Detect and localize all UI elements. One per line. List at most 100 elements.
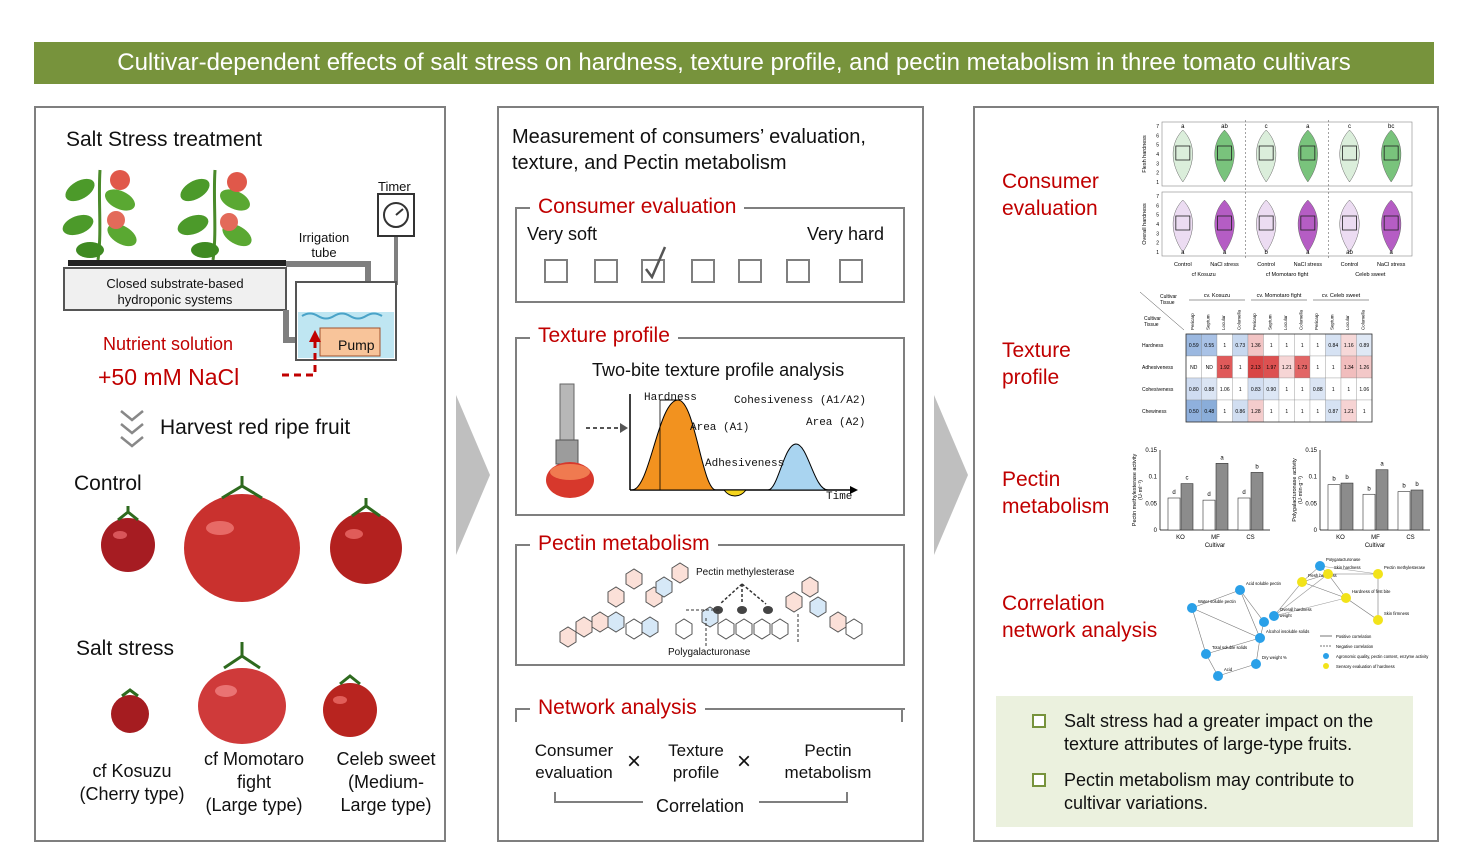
violin-cultivar-label: cf Kosuzu [1192,272,1216,278]
legend-label: Positive correlation [1336,634,1372,639]
heatmap-cell-value: 1.36 [1251,343,1261,349]
bar-sig-letter: b [1332,477,1336,483]
heatmap-cell-value: 1 [1363,409,1366,415]
cultivar-type: (Medium- [347,772,424,792]
rating-checkbox-1[interactable] [544,259,568,283]
bar [1327,484,1341,531]
multiply-icon: × [627,748,642,775]
violin-box [1217,215,1232,231]
hydroponic-system-label: Closed substrate-based hydroponic system… [66,276,284,308]
network-item3-l2: metabolism [784,763,872,782]
bar-sig-letter: d [1172,490,1175,496]
bar-ytick: 0.1 [1149,475,1158,481]
bar [1410,489,1424,531]
violin-box [1258,215,1274,231]
middle-heading-line2: texture, and Pectin metabolism [512,152,787,174]
network-edge [1239,589,1265,623]
label-line2: evaluation [1002,197,1098,220]
heatmap-tissue-header: Pericarp [1190,313,1195,330]
network-node-yellow [1341,593,1351,603]
heatmap-row-label: Adhesiveness [1142,365,1174,371]
correlation-bracket [554,792,848,803]
bar-xlabel: Cultivar [1205,543,1225,549]
violin-ytick: 4 [1156,222,1159,228]
violin-sig-letter: a [1223,250,1227,256]
violin-ytick: 2 [1156,241,1159,247]
violin-group-label: NaCl stress [1210,262,1239,268]
adhesiveness-label: Adhesiveness [705,458,785,470]
bar [1180,483,1194,531]
heatmap-cell-value: 1 [1270,343,1273,349]
heatmap-cell-value: 0.86 [1235,409,1245,415]
heatmap-corner-label: Cultivar [1160,294,1177,300]
violin-shape [1339,199,1360,253]
rating-checkbox-4[interactable] [691,259,715,283]
network-node-label: Total soluble solids [1212,645,1247,650]
heatmap-cell-value: 0.48 [1204,409,1214,415]
violin-shape [1381,199,1402,253]
heatmap-cell-value: 1.21 [1282,365,1292,371]
cultivar-name-2: fight [236,772,272,792]
heatmap-cultivar-header: cv. Celeb sweet [1322,293,1361,299]
area-a2-label: Area (A2) [806,417,866,429]
violin-sig-letter: bc [1388,124,1394,130]
heatmap-tissue-header: Columella [1236,309,1241,330]
texture-profile-title: Texture profile [530,324,678,348]
flow-arrow-icon [934,395,968,555]
network-texture: Texture profile [654,740,738,784]
system-line2: hydroponic systems [117,292,233,307]
violin-shape [1381,129,1402,183]
network-box-left-edge [515,708,517,722]
hydroponic-system-diagram [62,169,415,377]
network-node-blue [1187,603,1197,613]
chevron-down-icon [118,408,146,455]
heatmap-cell-value: 0.59 [1189,343,1199,349]
cultivar-name: cf Kosuzu [92,761,172,781]
violin-box [1258,145,1274,161]
tomato-plant-icon [62,169,137,261]
network-edge [1191,589,1241,609]
summary-1-line1: Salt stress had a greater impact on the [1064,711,1374,731]
bar-sig-letter: b [1402,484,1406,490]
heatmap-cell-value: 1.28 [1251,409,1261,415]
network-edge [1217,663,1257,677]
violin-shape [1256,129,1277,183]
rating-checkbox-3[interactable] [641,246,667,283]
timer-label: Timer [378,179,411,194]
heatmap-row-label: Hardness [1142,343,1164,349]
heatmap-tissue-header: Pericarp [1314,313,1319,330]
rating-checkbox-7[interactable] [839,259,863,283]
network-node-label: Alcohol insoluble solids [1266,629,1309,634]
summary-point-1: Salt stress had a greater impact on the … [1064,710,1373,756]
banner-title: Cultivar-dependent effects of salt stres… [34,42,1434,84]
violin-group-label: NaCl stress [1377,262,1406,268]
correlation-network-label: Correlation network analysis [1002,590,1157,644]
hardness-label: Hardness [644,392,697,404]
rating-checkbox-2[interactable] [594,259,618,283]
violin-box [1217,145,1232,161]
heatmap-cell-value: ND [1206,365,1214,371]
network-item2-l2: profile [672,763,720,782]
cultivar-momotaro: cf Momotaro fight (Large type) [188,748,320,817]
network-node-label: Flesh hardness [1308,573,1337,578]
rating-checkbox-6[interactable] [786,259,810,283]
violin-shape [1339,129,1360,183]
heatmap-cell-value: 1.26 [1359,365,1369,371]
bar-category-label: KO [1176,535,1185,541]
network-edge [1191,607,1261,639]
system-line1: Closed substrate-based [106,276,244,291]
bar-ytick: 0.15 [1145,448,1157,454]
tomato-fruit-icon [323,674,377,737]
network-node-label: Water soluble pectin [1198,599,1236,604]
violin-ytick: 3 [1156,161,1159,167]
rating-checkbox-5[interactable] [738,259,762,283]
violin-panel-frame [1161,121,1413,187]
label-line1: Pectin [1002,468,1061,491]
bar-ytick: 0.05 [1305,501,1317,507]
violin-sig-letter: a [1306,250,1310,256]
bar-sig-letter: a [1220,455,1224,461]
heatmap-cell-value: 1.21 [1344,409,1354,415]
heatmap-cell-value: 1 [1223,409,1226,415]
